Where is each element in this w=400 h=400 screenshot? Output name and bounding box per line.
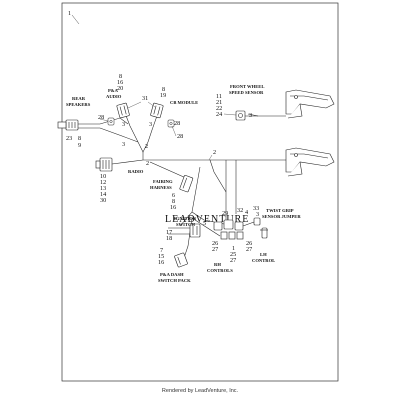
callout-front-sensor-11: 11 [216,93,222,100]
label-pa-dash-line1: P&A DASH [160,272,184,277]
watermark: LEADVENTURE [165,214,249,225]
twist-grip-sensor-jumper [260,227,268,239]
callout-pa-28: 28 [177,133,183,140]
front-wheel-speed-sensor-connector [235,110,246,121]
callout-cb-3: 3 [149,121,152,128]
callout-pa-audio-20: 20 [117,85,123,92]
callout-radio-13: 13 [100,185,106,192]
callout-trunk-2a: 2 [145,143,148,150]
callout-rh-29: 29 [222,210,228,217]
label-ignition-switch-line1: IGNITION [174,216,197,221]
callout-rear-speakers-9: 9 [78,142,81,149]
callout-rh-33: 33 [253,205,259,212]
front-fork-upper [285,89,335,119]
label-fairing-harness-line1: FAIRING [153,179,173,184]
label-lh-control-line2: CONTROL [252,258,275,263]
label-cb-module: CB MODULE [170,100,198,105]
callout-rh-25: 25 [230,251,236,258]
callout-rh-4: 4 [245,209,248,216]
pa-dash-switch-pack-connector [174,252,188,268]
callout-pa-dash-7: 7 [160,247,163,254]
callout-rh-26a: 26 [212,240,218,247]
callout-front-sensor-21: 21 [216,99,222,106]
callout-cb-28: 28 [174,120,180,127]
callout-front-sensor-3: 3 [249,112,252,119]
callout-front-sensor-22: 22 [216,105,222,112]
callout-pa-cb-31: 31 [142,95,148,102]
callout-fairing-6: 6 [172,192,175,199]
callout-radio-30: 30 [100,197,106,204]
callout-radio-12: 12 [100,179,106,186]
callout-cb-8: 8 [162,86,165,93]
label-pa-audio-line2: AUDIO [106,94,122,99]
label-rear-speakers-line2: SPEAKERS [66,102,91,107]
callout-radio-10: 10 [100,173,106,180]
footer-credit: Rendered by LeadVenture, Inc. [161,388,239,394]
callout-rh-27a: 27 [212,246,218,253]
ignition-switch-connector [189,223,201,238]
callout-trunk-2b: 2 [146,160,149,167]
label-pa-dash-line2: SWITCH PACK [158,278,191,283]
callout-pa-dash-16: 16 [158,259,164,266]
label-rh-controls-line2: CONTROLS [207,268,233,273]
cb-module-connector [150,102,164,119]
label-twist-grip-line2: SENSOR JUMPER [262,214,301,219]
callout-fairing-16: 16 [170,204,176,211]
callout-front-sensor-24: 24 [216,111,222,118]
callout-pa-audio-16: 16 [117,79,123,86]
callout-radio-14: 14 [100,191,106,198]
callout-pa-3: 3 [122,121,125,128]
callout-1: 1 [68,10,71,17]
callout-rh-27b: 27 [230,257,236,264]
callout-rh-27c: 27 [246,246,252,253]
callout-rear-speakers-28: 28 [98,114,104,121]
callout-rear-speakers-8: 8 [78,135,81,142]
small-clip-left [107,117,115,126]
label-front-wheel-speed-sensor-line1: FRONT WHEEL [230,84,264,89]
label-fairing-harness-line2: HARNESS [150,185,172,190]
callout-ignition-18: 18 [166,235,172,242]
radio-connector [95,157,113,172]
label-twist-grip-line1: TWIST GRIP [266,208,294,213]
callout-fairing-8: 8 [172,198,175,205]
callout-trunk-2c: 2 [213,149,216,156]
callout-rh-26b: 26 [246,240,252,247]
callout-rh-1: 1 [232,245,235,252]
label-ignition-switch-line2: SWITCH [176,222,195,227]
label-rh-controls-line1: RH [214,262,221,267]
callout-ignition-5: 5 [203,220,206,227]
callout-pa-audio-8: 8 [119,73,122,80]
callout-rh-32: 32 [237,207,243,214]
callout-pa-dash-15: 15 [158,253,164,260]
label-rear-speakers-line1: REAR [72,96,86,101]
rh-controls-cluster [213,217,261,240]
label-front-wheel-speed-sensor-line2: SPEED SENSOR [229,90,264,95]
small-clip-right [167,119,175,128]
diagram-border [61,2,339,382]
front-fork-lower [285,147,335,177]
label-pa-audio-line1: P&A [108,88,119,93]
callout-rh-3: 3 [256,211,259,218]
rear-speakers-connector [57,119,79,131]
pa-audio-connector [116,102,130,119]
fairing-harness-connector [179,175,194,193]
callout-trunk-3: 3 [122,141,125,148]
callout-ignition-17: 17 [166,229,172,236]
callout-cb-19: 19 [160,92,166,99]
callout-rear-speakers-23: 23 [66,135,72,142]
label-radio: RADIO [128,169,144,174]
label-lh-control-line1: LH [260,252,267,257]
